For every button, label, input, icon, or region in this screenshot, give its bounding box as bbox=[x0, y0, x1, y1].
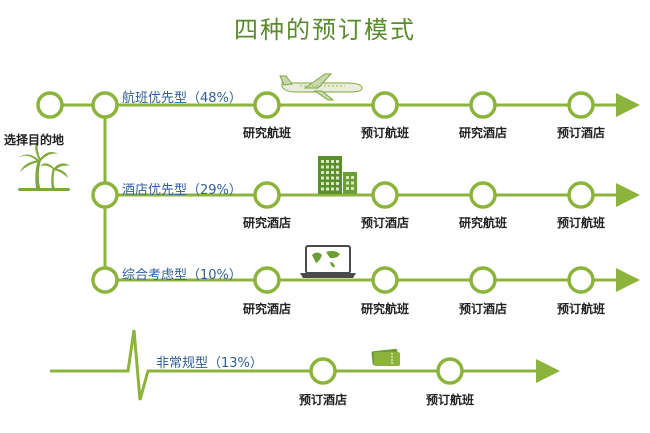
start-node bbox=[36, 91, 64, 119]
branch-node-1 bbox=[91, 91, 119, 119]
step-node bbox=[436, 357, 464, 385]
step-label: 预订航班 bbox=[556, 216, 606, 230]
step-node bbox=[567, 266, 595, 294]
step-label: 研究航班 bbox=[458, 216, 508, 230]
step-label: 研究酒店 bbox=[458, 126, 508, 140]
step-node bbox=[469, 181, 497, 209]
step-label: 预订航班 bbox=[556, 302, 606, 316]
step-node bbox=[371, 266, 399, 294]
step-node bbox=[371, 91, 399, 119]
step-label: 预订酒店 bbox=[360, 216, 410, 230]
step-node bbox=[567, 181, 595, 209]
step-label: 预订航班 bbox=[360, 126, 410, 140]
step-node bbox=[253, 266, 281, 294]
airplane-icon bbox=[279, 73, 363, 101]
diagram-title: 四种的预订模式 bbox=[234, 16, 416, 44]
ticket-icon bbox=[371, 348, 400, 366]
step-label: 预订酒店 bbox=[458, 302, 508, 316]
step-node bbox=[253, 181, 281, 209]
row-label-hotel-first: 酒店优先型（29%） bbox=[122, 183, 242, 198]
step-label: 研究航班 bbox=[242, 126, 292, 140]
row-label-flight-first: 航班优先型（48%） bbox=[122, 91, 242, 106]
start-label: 选择目的地 bbox=[4, 133, 65, 147]
step-label: 研究航班 bbox=[360, 302, 410, 316]
step-node bbox=[469, 91, 497, 119]
step-label: 研究酒店 bbox=[242, 302, 292, 316]
branch-node-2 bbox=[91, 181, 119, 209]
step-node bbox=[567, 91, 595, 119]
step-node bbox=[309, 357, 337, 385]
step-node bbox=[371, 181, 399, 209]
row-4-heartbeat-line bbox=[50, 329, 560, 401]
row-label-unconventional: 非常规型（13%） bbox=[156, 356, 263, 371]
step-node bbox=[469, 266, 497, 294]
hotel-building-icon bbox=[318, 156, 357, 194]
step-node bbox=[253, 91, 281, 119]
step-label: 预订航班 bbox=[425, 393, 475, 407]
step-label: 预订酒店 bbox=[298, 393, 348, 407]
laptop-map-icon bbox=[300, 245, 356, 278]
step-label: 预订酒店 bbox=[556, 126, 606, 140]
step-label: 研究酒店 bbox=[242, 216, 292, 230]
branch-node-3 bbox=[91, 266, 119, 294]
row-label-comprehensive: 综合考虑型（10%） bbox=[122, 268, 242, 283]
palm-tree-icon bbox=[18, 140, 70, 191]
